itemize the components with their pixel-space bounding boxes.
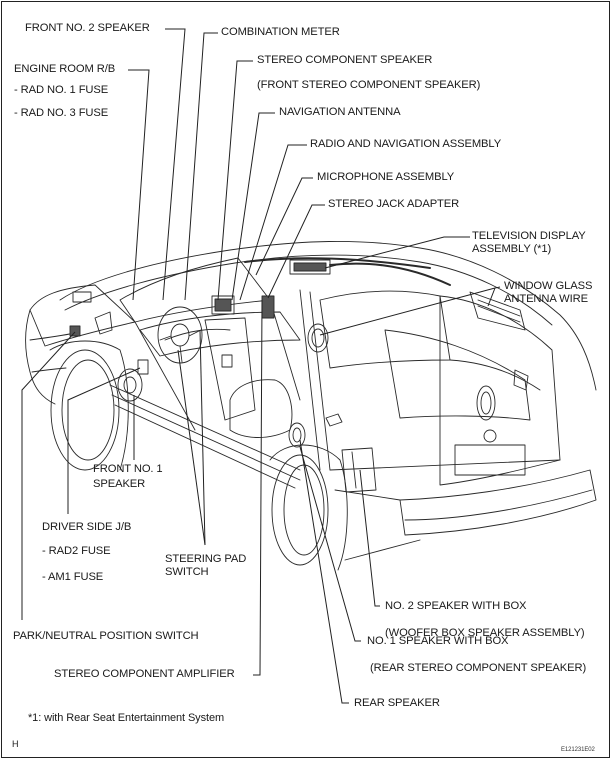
label-combination-meter: COMBINATION METER <box>221 26 340 38</box>
label-rad2-fuse: - RAD2 FUSE <box>42 545 111 557</box>
label-woofer-box-speaker-assembly: (WOOFER BOX SPEAKER ASSEMBLY) <box>385 627 585 639</box>
corner-mark: H <box>12 739 19 749</box>
label-am1-fuse: - AM1 FUSE <box>42 571 104 583</box>
label-front-no1-speaker-line1: FRONT NO. 1 <box>93 463 163 475</box>
label-rear-stereo-component-speaker: (REAR STEREO COMPONENT SPEAKER) <box>370 662 587 674</box>
label-front-no2-speaker: FRONT NO. 2 SPEAKER <box>25 22 150 34</box>
label-stereo-component-amplifier: STEREO COMPONENT AMPLIFIER <box>54 668 235 680</box>
vehicle-outline <box>25 240 597 571</box>
label-park-neutral-position-switch: PARK/NEUTRAL POSITION SWITCH <box>13 630 199 642</box>
label-rear-speaker: REAR SPEAKER <box>354 697 440 709</box>
label-no2-speaker-with-box: NO. 2 SPEAKER WITH BOX <box>385 600 527 612</box>
leader-lines <box>21 28 501 704</box>
footnote: *1: with Rear Seat Entertainment System <box>28 712 225 724</box>
label-radio-navigation-assembly: RADIO AND NAVIGATION ASSEMBLY <box>310 138 502 150</box>
label-window-glass-line1: WINDOW GLASS <box>504 280 593 292</box>
label-stereo-component-speaker: STEREO COMPONENT SPEAKER <box>257 54 433 66</box>
label-front-no1-speaker-line2: SPEAKER <box>93 478 146 490</box>
label-television-display-line2: ASSEMBLY (*1) <box>472 243 552 255</box>
label-rad-no1-fuse: - RAD NO. 1 FUSE <box>14 84 109 96</box>
label-engine-room-rb: ENGINE ROOM R/B <box>14 63 116 75</box>
label-front-stereo-component-speaker: (FRONT STEREO COMPONENT SPEAKER) <box>257 79 481 91</box>
label-stereo-jack-adapter: STEREO JACK ADAPTER <box>328 198 460 210</box>
label-rad-no3-fuse: - RAD NO. 3 FUSE <box>14 107 109 119</box>
label-steering-pad-line1: STEERING PAD <box>165 553 247 565</box>
label-window-glass-line2: ANTENNA WIRE <box>504 293 588 305</box>
label-television-display-line1: TELEVISION DISPLAY <box>472 230 586 242</box>
label-steering-pad-line2: SWITCH <box>165 566 209 578</box>
label-microphone-assembly: MICROPHONE ASSEMBLY <box>317 171 455 183</box>
label-driver-side-jb: DRIVER SIDE J/B <box>42 521 132 533</box>
figure-id: E121231E02 <box>561 747 595 753</box>
label-no1-speaker-with-box: NO. 1 SPEAKER WITH BOX <box>367 635 509 647</box>
label-navigation-antenna: NAVIGATION ANTENNA <box>279 106 401 118</box>
